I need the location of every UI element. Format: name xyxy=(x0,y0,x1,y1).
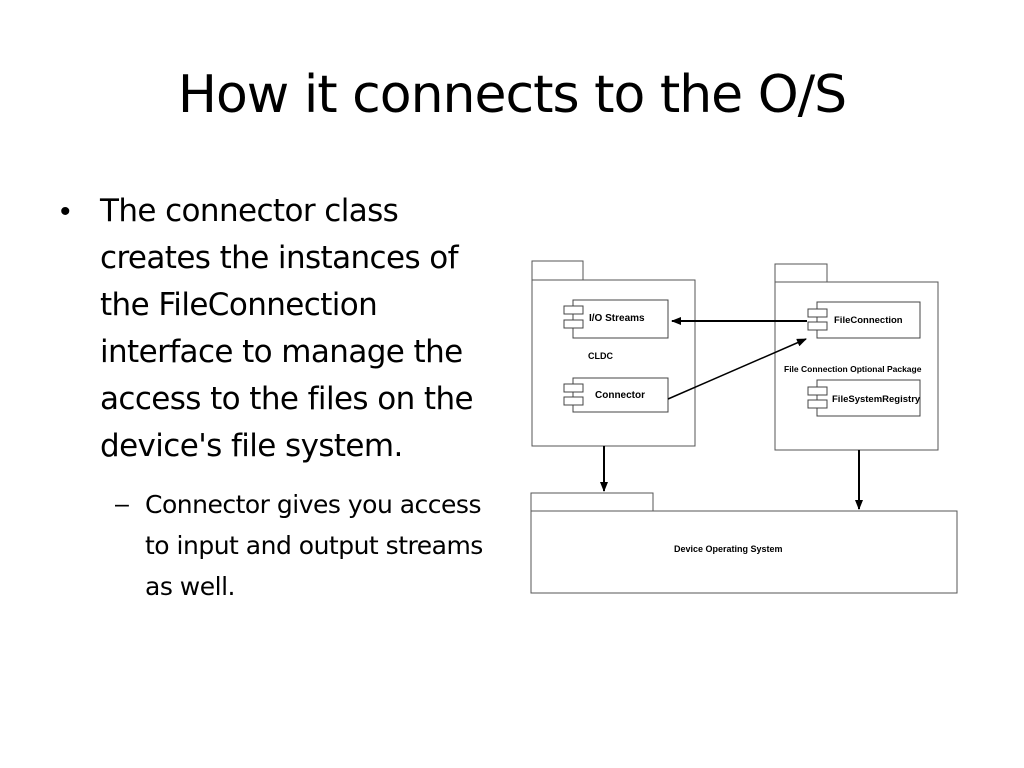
file-system-registry-component: FileSystemRegistry xyxy=(807,379,921,417)
optional-package-label: File Connection Optional Package xyxy=(784,364,922,374)
component-icon xyxy=(807,308,828,318)
bullet-marker: • xyxy=(60,195,71,228)
file-connection-component: FileConnection xyxy=(807,301,921,339)
component-icon xyxy=(807,399,828,409)
device-os-label: Device Operating System xyxy=(674,544,783,554)
connector-component: Connector xyxy=(563,377,669,413)
sub-bullet-text: Connector gives you access to input and … xyxy=(145,490,483,601)
component-icon xyxy=(807,386,828,396)
device-os-package-tab xyxy=(530,492,654,512)
device-os-package-body xyxy=(530,510,958,594)
file-system-registry-label: FileSystemRegistry xyxy=(832,394,921,405)
cldc-label: CLDC xyxy=(588,351,613,361)
component-icon xyxy=(807,321,828,331)
component-icon xyxy=(563,396,584,406)
io-streams-component: I/O Streams xyxy=(563,299,669,339)
bullet-text: The connector class creates the instance… xyxy=(100,193,474,464)
connector-to-fileconnection-arrow xyxy=(667,338,807,400)
package-diagram: CLDC I/O Streams Connector File Connecti… xyxy=(530,260,958,594)
cldc-package: CLDC I/O Streams Connector xyxy=(531,260,696,447)
component-icon xyxy=(563,319,584,329)
component-icon xyxy=(563,383,584,393)
component-icon xyxy=(563,305,584,315)
slide-title: How it connects to the O/S xyxy=(177,65,847,125)
file-connection-label: FileConnection xyxy=(834,315,903,326)
io-streams-label: I/O Streams xyxy=(589,313,645,324)
bullet-item: • The connector class creates the instan… xyxy=(60,188,500,470)
bullet-list: • The connector class creates the instan… xyxy=(60,188,500,607)
connector-label: Connector xyxy=(595,390,645,401)
file-connection-package-tab xyxy=(774,263,828,283)
sub-bullet-item: – Connector gives you access to input an… xyxy=(60,484,500,607)
sub-bullet-marker: – xyxy=(115,490,129,518)
cldc-package-tab xyxy=(531,260,584,281)
device-os-package: Device Operating System xyxy=(530,492,958,594)
file-connection-package: File Connection Optional Package FileCon… xyxy=(774,263,939,451)
